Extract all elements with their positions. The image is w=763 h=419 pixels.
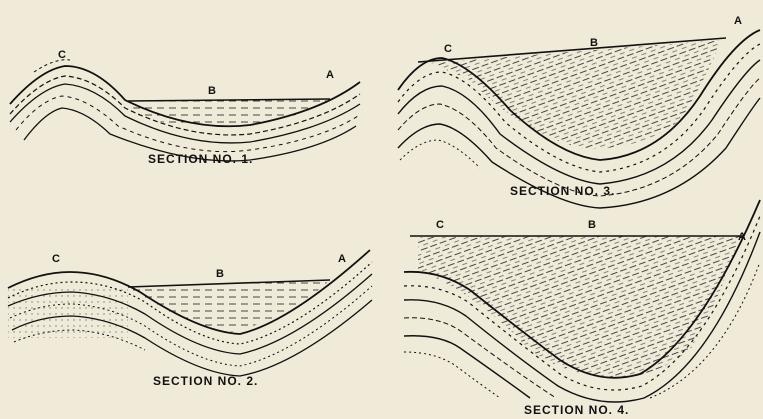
section-2-stippled-beds bbox=[8, 286, 128, 338]
section-1 bbox=[10, 60, 360, 161]
section-4-label-b: B bbox=[588, 219, 596, 231]
section-2-label-a: A bbox=[338, 253, 346, 265]
section-4-label-c: C bbox=[436, 219, 444, 231]
section-3-label-b: B bbox=[590, 37, 598, 49]
section-3-caption: SECTION NO. 3. bbox=[510, 184, 615, 198]
section-1-label-b: B bbox=[208, 85, 216, 97]
section-3-label-a: A bbox=[734, 15, 742, 27]
section-3-label-c: C bbox=[444, 43, 452, 55]
section-1-label-c: C bbox=[58, 49, 66, 61]
section-1-caption: SECTION NO. 1. bbox=[148, 152, 253, 166]
section-4-caption: SECTION NO. 4. bbox=[524, 403, 629, 417]
section-4 bbox=[404, 200, 760, 402]
section-4-label-a: A bbox=[738, 231, 746, 243]
section-1-label-a: A bbox=[326, 69, 334, 81]
section-3 bbox=[398, 30, 760, 208]
section-2-label-b: B bbox=[216, 268, 224, 280]
section-2-label-c: C bbox=[52, 253, 60, 265]
section-2-caption: SECTION NO. 2. bbox=[153, 374, 258, 388]
